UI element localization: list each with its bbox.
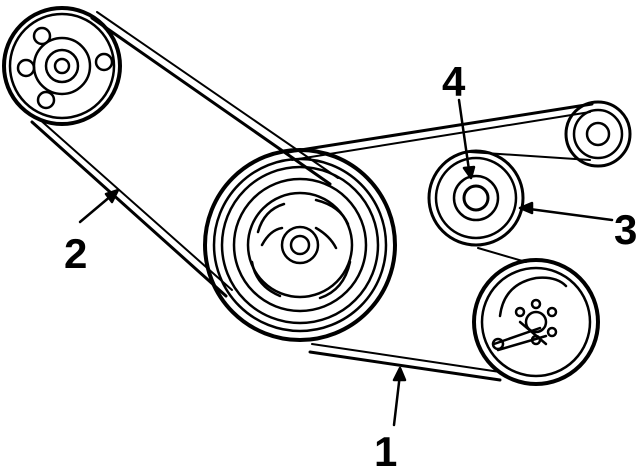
callout-arrows — [78, 98, 614, 427]
upper-left-pulley — [2, 6, 122, 126]
label-1: 1 — [374, 428, 397, 470]
crankshaft-pulley — [203, 148, 397, 342]
upper-right-pulley — [564, 100, 632, 168]
label-4: 4 — [442, 58, 466, 105]
lower-right-pulley — [472, 258, 600, 386]
serpentine-belt — [286, 102, 594, 382]
idler-pulley — [427, 149, 525, 247]
label-2: 2 — [64, 230, 87, 277]
label-3: 3 — [614, 206, 637, 253]
